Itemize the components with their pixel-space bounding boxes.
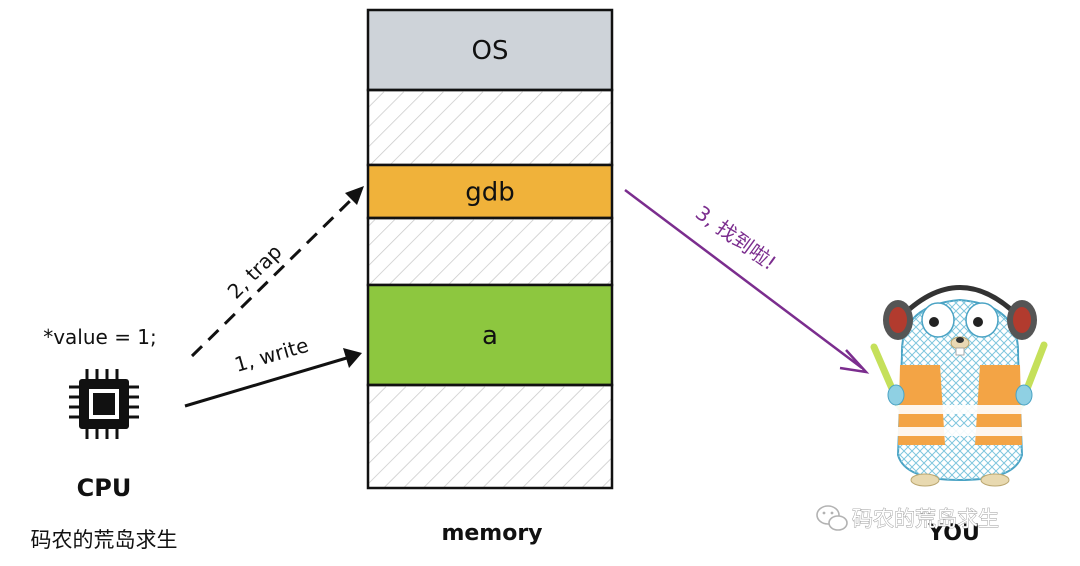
memory-block-empty-5: [366, 383, 614, 490]
arrow-write-label: 1, write: [232, 333, 311, 377]
arrow-write: [184, 348, 362, 408]
arrow-found: [624, 189, 870, 374]
chip-icon: [69, 369, 139, 439]
memory-column: OS gdb a: [366, 8, 614, 490]
memory-block-OS: [366, 8, 614, 92]
memory-label: memory: [441, 521, 542, 546]
caption-left: 码农的荒岛求生: [31, 528, 178, 552]
gopher-mascot-icon: [870, 285, 1048, 487]
cpu-label: CPU: [77, 474, 132, 502]
memory-block-a: [366, 283, 614, 387]
memory-block-label-gdb: gdb: [465, 178, 515, 208]
memory-block-label-a: a: [482, 321, 498, 351]
memory-block-label-OS: OS: [472, 36, 509, 66]
wechat-icon: [816, 505, 848, 531]
memory-block-gdb: [366, 163, 614, 220]
watermark-text: 码农的荒岛求生: [852, 507, 999, 531]
you-label: YOU: [927, 521, 980, 546]
memory-block-empty-3: [366, 216, 614, 287]
arrow-trap: [190, 186, 364, 358]
arrow-found-label: 3, 找到啦!: [691, 201, 781, 275]
cpu-code-text: *value = 1;: [43, 325, 157, 349]
memory-block-empty-1: [366, 88, 614, 167]
